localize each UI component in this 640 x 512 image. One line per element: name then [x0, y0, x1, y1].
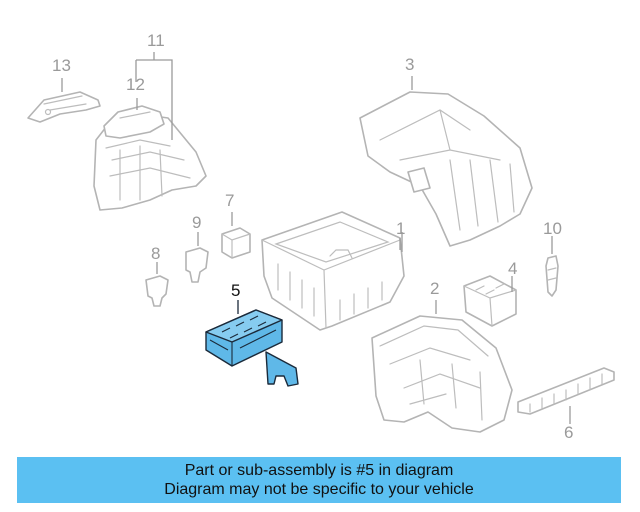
banner-line-part: Part or sub-assembly is #5 in diagram [184, 462, 454, 479]
part-8-label: 8 [151, 244, 160, 263]
part-7-label: 7 [225, 191, 234, 210]
part-2-label: 2 [430, 279, 439, 298]
part-1-fuse-box: 1 [261, 211, 405, 331]
part-4-label: 4 [508, 259, 517, 278]
part-11-fuse-carrier: 12 11 [93, 31, 207, 211]
banner-line-disclaimer: Diagram may not be specific to your vehi… [164, 481, 474, 498]
part-3-label: 3 [405, 55, 414, 74]
part-8-fuse: 8 [145, 244, 169, 307]
part-12-label: 12 [126, 75, 145, 94]
part-9-fuse: 9 [185, 213, 209, 283]
part-1-label: 1 [396, 219, 405, 238]
part-3-cover: 3 [359, 55, 533, 247]
part-7-relay: 7 [221, 191, 251, 259]
part-10-connector: 10 [543, 219, 562, 297]
part-4-relay-block: 4 [463, 259, 517, 327]
part-9-label: 9 [192, 213, 201, 232]
part-6-strip: 6 [517, 367, 615, 442]
part-6-label: 6 [564, 423, 573, 442]
part-11-label: 11 [147, 31, 165, 50]
part-2-carrier: 2 [371, 279, 513, 433]
part-13-label: 13 [52, 56, 71, 75]
part-10-label: 10 [543, 219, 562, 238]
info-banner: Part or sub-assembly is #5 in diagram Di… [17, 457, 621, 503]
part-13-bracket: 13 [27, 56, 101, 123]
part-5-module-highlighted: 5 [205, 281, 299, 387]
part-5-label: 5 [231, 281, 240, 300]
